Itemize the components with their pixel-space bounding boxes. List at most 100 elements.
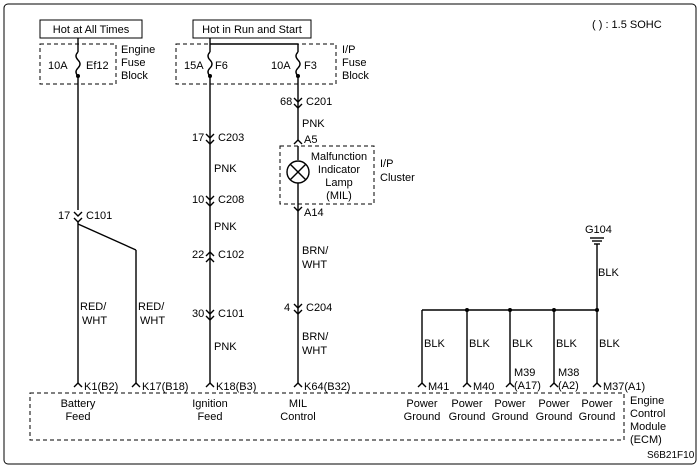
m41-terminal: [417, 382, 427, 388]
red-wht-label-1b: WHT: [82, 315, 107, 327]
brn-wht-label-2b: WHT: [302, 345, 327, 357]
m41-power-ground-2: Ground: [404, 411, 441, 423]
c101-top-connector-symbol: [73, 211, 83, 223]
c102-pin: 22: [192, 249, 204, 261]
k18-terminal: [205, 382, 215, 388]
ignition-feed-label-1: Ignition: [192, 398, 227, 410]
m37-power-ground-2: Ground: [579, 411, 616, 423]
c101-top-name: C101: [86, 210, 112, 222]
ecm-pin-m39-line1: M39: [514, 367, 535, 379]
ip-cluster-label-2: Cluster: [380, 172, 415, 184]
c204-pin: 4: [284, 302, 290, 314]
hot-in-run-start-box: [192, 19, 312, 39]
ground-splice-1: [465, 308, 469, 312]
m39-power-ground-2: Ground: [492, 411, 529, 423]
figure-id: S6B21F10: [647, 450, 695, 461]
engine-fuse-block-label-3: Block: [121, 70, 148, 82]
blk-label-m40: BLK: [469, 338, 490, 350]
ignition-feed-label-2: Feed: [197, 411, 222, 423]
k17-branch-diagonal: [77, 223, 137, 251]
c208-pin: 10: [192, 194, 204, 206]
diagram-frame: [3, 3, 697, 465]
blk-label-g104: BLK: [598, 267, 619, 279]
c208-name: C208: [218, 194, 244, 206]
c208-connector-symbol: [205, 195, 215, 207]
pnk-label-c203: PNK: [214, 163, 237, 175]
m40-power-ground-2: Ground: [449, 411, 486, 423]
pnk-label-c101: PNK: [214, 341, 237, 353]
c201-pin: 68: [280, 96, 292, 108]
ip-fuse-block-label-2: Fuse: [342, 57, 366, 69]
ecm-pin-m40: M40: [473, 381, 494, 393]
mil-control-label-2: Control: [280, 411, 315, 423]
engine-variant-note: ( ) : 1.5 SOHC: [592, 19, 662, 31]
ecm-pin-k17: K17(B18): [142, 381, 188, 393]
ef12-fuse-symbol: [75, 51, 81, 77]
m37-terminal: [592, 382, 602, 388]
lamp-label-2: Indicator: [318, 164, 361, 176]
lamp-pin-a14: A14: [304, 207, 324, 219]
m38-terminal: [549, 382, 559, 388]
m41-power-ground-1: Power: [406, 398, 438, 410]
c102-name: C102: [218, 249, 244, 261]
ecm-label-2: Control: [630, 408, 665, 420]
ecm-pin-k64: K64(B32): [304, 381, 350, 393]
c101-bottom-connector-symbol: [205, 309, 215, 321]
ecm-pin-m39-line2: (A17): [514, 380, 541, 392]
c102-connector-symbol: [205, 251, 215, 263]
lamp-label-3: Lamp: [325, 177, 353, 189]
blk-label-m38: BLK: [556, 338, 577, 350]
red-wht-label-1a: RED/: [80, 301, 107, 313]
hot-at-all-times-box: [39, 19, 143, 39]
pnk-label-c201: PNK: [302, 118, 325, 130]
f3-id: F3: [304, 60, 317, 72]
c204-connector-symbol: [293, 303, 303, 315]
ip-cluster-outline: [279, 145, 375, 205]
c204-name: C204: [306, 302, 332, 314]
c201-connector-symbol: [293, 97, 303, 109]
red-wht-label-2b: WHT: [140, 315, 165, 327]
c203-connector-symbol: [205, 133, 215, 145]
k1-terminal: [73, 382, 83, 388]
m40-power-ground-1: Power: [451, 398, 483, 410]
brn-wht-label-1a: BRN/: [302, 245, 329, 257]
c201-name: C201: [306, 96, 332, 108]
lamp-label-4: (MIL): [326, 190, 352, 202]
mil-control-label-1: MIL: [289, 398, 307, 410]
ecm-pin-k18: K18(B3): [216, 381, 256, 393]
m38-power-ground-2: Ground: [536, 411, 573, 423]
battery-feed-label-2: Feed: [65, 411, 90, 423]
battery-feed-label-1: Battery: [61, 398, 96, 410]
ef12-id: Ef12: [86, 60, 109, 72]
pnk-label-c208: PNK: [214, 221, 237, 233]
brn-wht-label-1b: WHT: [302, 259, 327, 271]
f6-id: F6: [215, 60, 228, 72]
m40-terminal: [462, 382, 472, 388]
k64-terminal: [293, 382, 303, 388]
ecm-pin-m41: M41: [428, 381, 449, 393]
ecm-outline: [29, 392, 625, 441]
ground-splice-4: [595, 308, 599, 312]
hot-in-run-start-label: Hot in Run and Start: [202, 24, 302, 36]
m39-terminal: [505, 382, 515, 388]
ecm-label-4: (ECM): [630, 434, 662, 446]
f3-rating: 10A: [271, 60, 291, 72]
red-wht-label-2a: RED/: [138, 301, 165, 313]
mil-lamp-cross-2: [289, 163, 307, 181]
f3-fuse-symbol: [295, 51, 301, 77]
ip-fuse-block-label-1: I/P: [342, 44, 355, 56]
ecm-label-1: Engine: [630, 395, 664, 407]
m37-power-ground-1: Power: [581, 398, 613, 410]
hot-at-all-times-label: Hot at All Times: [53, 24, 130, 36]
ip-cluster-label-1: I/P: [380, 158, 393, 170]
m39-power-ground-1: Power: [494, 398, 526, 410]
c101-top-pin: 17: [58, 210, 70, 222]
lamp-pin-a5: A5: [304, 134, 317, 146]
c101-bottom-name: C101: [218, 308, 244, 320]
ecm-pin-k1: K1(B2): [84, 381, 118, 393]
lamp-label-1: Malfunction: [311, 151, 367, 163]
a5-terminal-symbol: [293, 139, 303, 145]
k17-terminal: [131, 382, 141, 388]
